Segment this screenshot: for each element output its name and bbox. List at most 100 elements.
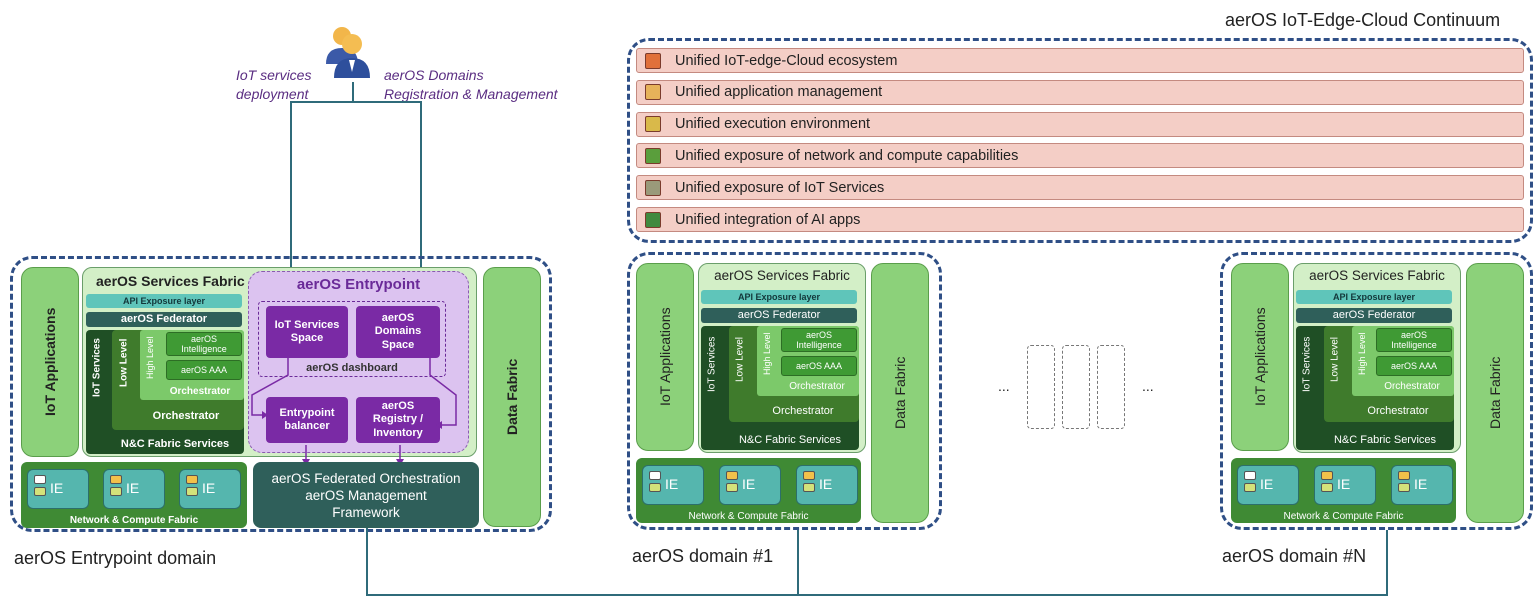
ie-box: IE	[1237, 465, 1299, 505]
domains-space-button[interactable]: aerOS Domains Space	[356, 306, 440, 358]
device-icon	[803, 483, 815, 492]
entrypoint-arrows	[251, 358, 457, 466]
orchestrator-low-label: Orchestrator	[152, 410, 220, 422]
api-exposure-layer: API Exposure layer	[701, 290, 857, 304]
ie-box: IE	[796, 465, 858, 505]
execution-icon	[645, 116, 661, 133]
device-icon	[110, 475, 122, 484]
network-compute-fabric-label: Network & Compute Fabric	[69, 515, 199, 526]
low-level-label: Low Level	[118, 338, 130, 388]
management-label: aerOS Management	[305, 488, 427, 503]
aeros-dashboard-label: aerOS dashboard	[306, 362, 398, 374]
iot-services-icon	[645, 179, 661, 196]
network-compute-fabric-label: Network & Compute Fabric	[1283, 511, 1404, 522]
data-fabric-panel: Data Fabric	[871, 263, 929, 523]
ellipsis-right: ...	[1142, 378, 1154, 394]
placeholder-domain-2	[1062, 345, 1090, 429]
high-level-label: High Level	[1357, 332, 1367, 376]
device-icon	[1244, 483, 1256, 492]
bottom-connector-domainN	[1386, 530, 1388, 596]
iot-services-label: IoT Services	[91, 338, 103, 398]
aeros-aaa: aerOS AAA	[166, 360, 242, 380]
continuum-row: Unified exposure of IoT Services	[636, 175, 1524, 201]
ie-label: IE	[742, 476, 756, 492]
users-icon	[326, 27, 370, 78]
iot-services-label: IoT Services	[1301, 336, 1313, 392]
ie-label: IE	[819, 476, 833, 492]
entrypoint-domain-label: aerOS Entrypoint domain	[14, 548, 217, 568]
iot-space-connector	[290, 101, 292, 306]
framework-label: Framework	[332, 505, 400, 520]
continuum-row: Unified application management	[636, 79, 1524, 105]
data-fabric-panel: Data Fabric	[1466, 263, 1524, 523]
orchestrator-high-label: Orchestrator	[1384, 381, 1440, 392]
device-icon	[186, 475, 198, 484]
ie-label: IE	[1414, 476, 1428, 492]
ai-apps-icon	[645, 211, 661, 228]
aeros-federator: aerOS Federator	[1296, 308, 1452, 323]
ie-box: IE	[642, 465, 704, 505]
device-icon	[34, 487, 46, 496]
api-exposure-layer: API Exposure layer	[86, 294, 242, 308]
network-compute-fabric-label: Network & Compute Fabric	[688, 511, 809, 522]
continuum-row-label: Unified execution environment	[675, 116, 871, 133]
entrypoint-balancer-button[interactable]: Entrypoint balancer	[266, 397, 348, 443]
orchestrator-high-label: Orchestrator	[169, 386, 231, 397]
device-icon	[649, 471, 661, 480]
services-fabric-title: aerOS Services Fabric	[1309, 268, 1445, 283]
low-level-label: Low Level	[734, 336, 746, 382]
device-icon	[1244, 471, 1256, 480]
ie-label: IE	[50, 480, 64, 496]
device-icon	[1398, 483, 1410, 492]
aeros-intelligence: aerOS Intelligence	[166, 332, 242, 356]
continuum-row: Unified IoT-edge-Cloud ecosystem	[636, 48, 1524, 73]
aeros-dashboard-box	[258, 301, 446, 377]
orchestrator-low-label: Orchestrator	[1367, 405, 1429, 417]
aeros-federator: aerOS Federator	[86, 312, 242, 327]
api-exposure-layer: API Exposure layer	[1296, 290, 1452, 304]
services-fabric-title: aerOS Services Fabric	[96, 273, 245, 289]
ie-label: IE	[1337, 476, 1351, 492]
user-branch	[290, 101, 422, 103]
aeros-intelligence: aerOS Intelligence	[1376, 328, 1452, 352]
placeholder-domain-3	[1097, 345, 1125, 429]
registry-inventory-button[interactable]: aerOS Registry / Inventory	[356, 397, 440, 443]
ie-box: IE	[719, 465, 781, 505]
user-connector	[352, 82, 354, 102]
network-compute-icon	[645, 147, 661, 164]
device-icon	[726, 483, 738, 492]
continuum-row-label: Unified exposure of IoT Services	[675, 179, 885, 196]
iot-services-space-button[interactable]: IoT Services Space	[266, 306, 348, 358]
domains-space-connector	[420, 101, 422, 306]
continuum-row: Unified integration of AI apps	[636, 207, 1524, 232]
ie-box: IE	[103, 469, 165, 509]
domain1-label: aerOS domain #1	[632, 546, 774, 566]
iot-applications-panel: IoT Applications	[636, 263, 694, 451]
continuum-row: Unified exposure of network and compute …	[636, 143, 1524, 169]
aeros-federator: aerOS Federator	[701, 308, 857, 323]
iot-applications-label: IoT Applications	[42, 307, 58, 417]
placeholder-domain-1	[1027, 345, 1055, 429]
continuum-row-label: Unified application management	[675, 84, 883, 101]
device-icon	[34, 475, 46, 484]
ie-label: IE	[202, 480, 216, 496]
device-icon	[1398, 471, 1410, 480]
ie-box: IE	[1391, 465, 1453, 505]
continuum-row-label: Unified exposure of network and compute …	[675, 147, 1019, 164]
ie-box: IE	[27, 469, 89, 509]
high-level-label: High Level	[762, 332, 772, 376]
iot-applications-panel: IoT Applications	[1231, 263, 1289, 451]
iot-services-label: IoT Services	[706, 336, 718, 392]
ie-box: IE	[179, 469, 241, 509]
aeros-aaa: aerOS AAA	[1376, 356, 1452, 376]
domain1-box	[627, 252, 942, 530]
domainN-box	[1220, 252, 1533, 530]
entrypoint-domain-box	[10, 256, 552, 532]
bottom-connector-entry	[366, 528, 368, 596]
app-management-icon	[645, 84, 661, 101]
ellipsis-left: ...	[998, 378, 1010, 394]
domainN-label: aerOS domain #N	[1222, 546, 1367, 566]
ie-label: IE	[1260, 476, 1274, 492]
device-icon	[803, 471, 815, 480]
